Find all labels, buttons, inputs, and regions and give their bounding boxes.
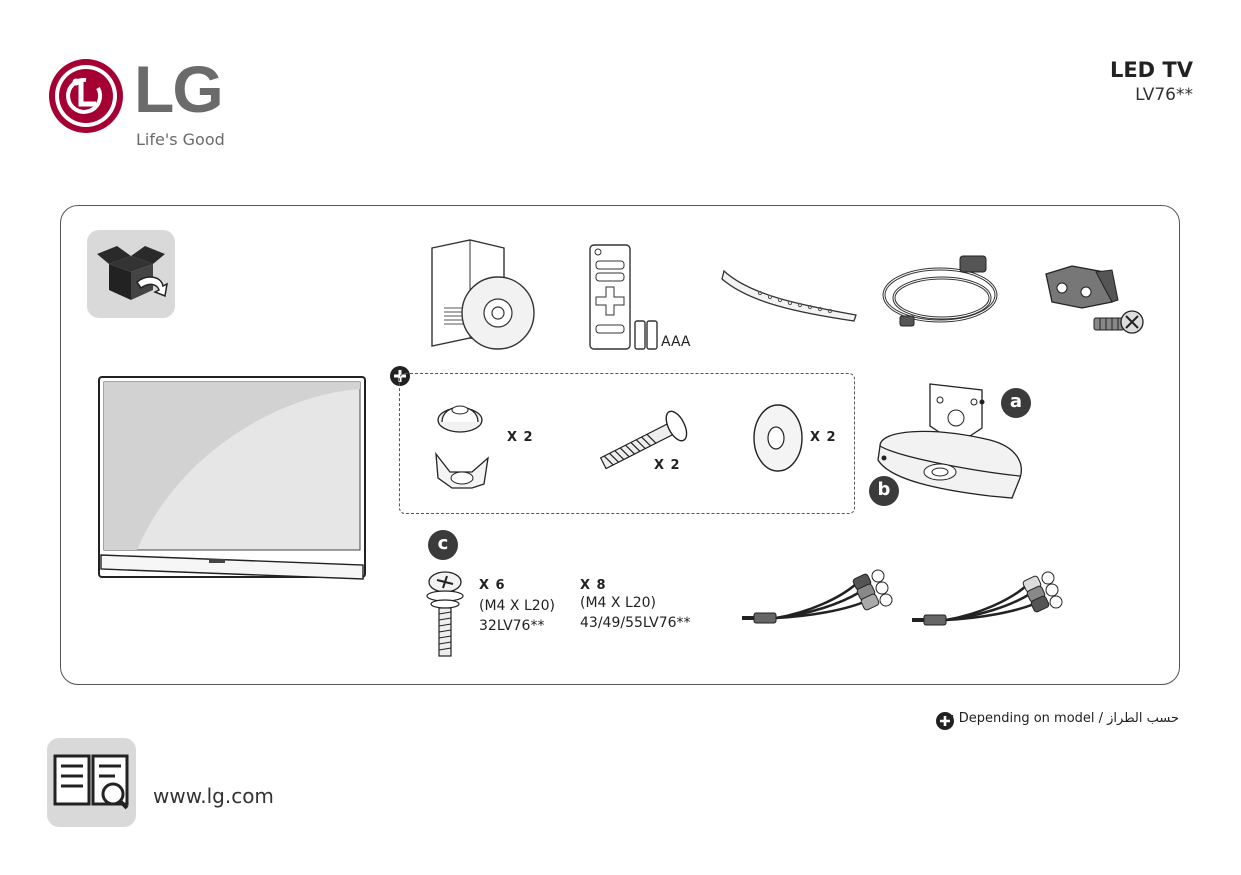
- product-model: LV76**: [1135, 85, 1193, 105]
- screws-label-c: c: [428, 530, 458, 560]
- note-plus-icon: [936, 712, 954, 734]
- washer-icon: [753, 404, 803, 472]
- screws-left-qty: X 6: [479, 578, 506, 593]
- tv-icon: [98, 376, 366, 580]
- wing-nut-qty: X 2: [507, 430, 534, 445]
- accessories-panel: [60, 205, 1180, 685]
- brand-wordmark: LG: [134, 52, 224, 126]
- cable-holder-screw-icon: [1045, 265, 1144, 334]
- screws-left-model: 32LV76**: [479, 618, 545, 634]
- screws-right-qty: X 8: [580, 578, 607, 593]
- optional-accessories-box: [399, 373, 855, 514]
- screw-icon: [426, 571, 464, 657]
- stand-icon: [877, 383, 1022, 499]
- power-cord-icon: [882, 255, 998, 327]
- stand-label-b: b: [869, 476, 899, 506]
- product-title: LED TV: [1109, 58, 1193, 82]
- screws-left-spec: (M4 X L20): [479, 598, 556, 614]
- component-cable-icon: [912, 571, 1063, 626]
- washer-qty: X 2: [810, 430, 837, 445]
- remote-control-icon: [589, 244, 658, 350]
- lg-logo-icon: [49, 59, 123, 133]
- book-search-icon: [53, 754, 129, 810]
- screws-right-spec: (M4 X L20): [580, 595, 657, 611]
- cable-tie-icon: [721, 269, 857, 322]
- long-bolt-qty: X 2: [654, 458, 681, 473]
- box-tile: [87, 230, 175, 318]
- depending-on-model-note: : Depending on model / حسب الطراز: [950, 711, 1179, 726]
- stand-label-a: a: [1001, 388, 1031, 418]
- long-bolt-icon: [599, 410, 688, 470]
- brand-tagline: Life's Good: [136, 130, 225, 149]
- screws-right-model: 43/49/55LV76**: [580, 615, 691, 631]
- open-box-icon: [97, 246, 168, 300]
- website-link[interactable]: www.lg.com: [153, 784, 274, 808]
- av-cable-icon: [742, 569, 893, 624]
- wing-nut-icon: [435, 405, 489, 489]
- batteries-label: AAA: [661, 334, 691, 350]
- manual-tile: [47, 738, 136, 827]
- manual-cd-icon: [431, 239, 535, 350]
